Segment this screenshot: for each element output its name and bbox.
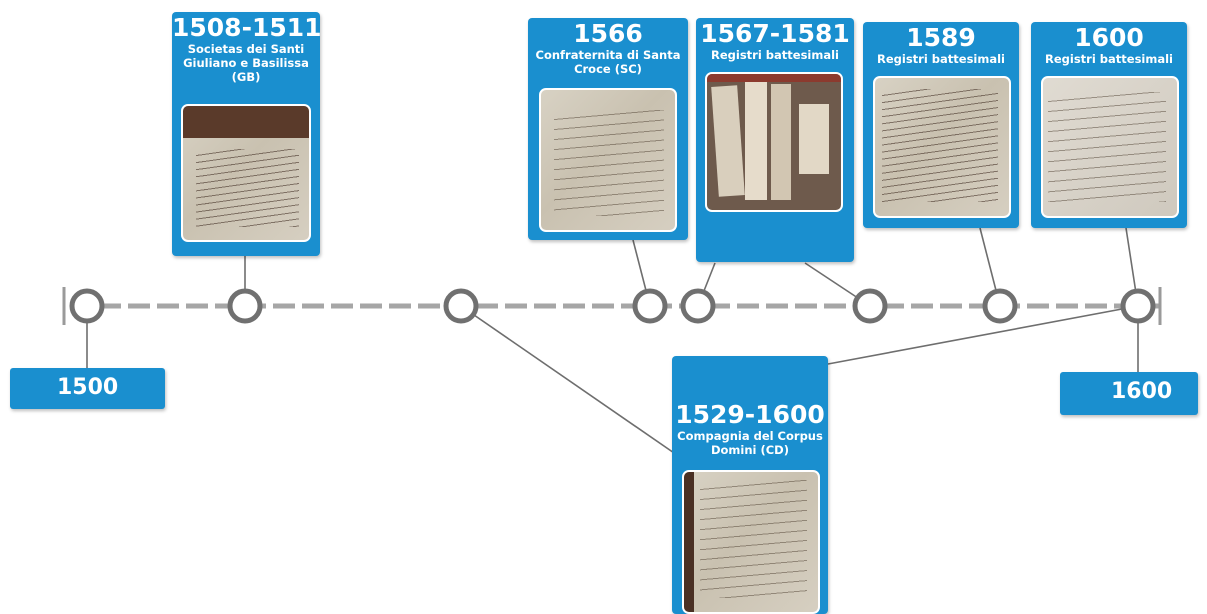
manuscript-photo bbox=[873, 76, 1011, 218]
event-label: Registri battesimali bbox=[711, 48, 839, 62]
event-label: Registri battesimali bbox=[1045, 52, 1173, 66]
event-year: 1567-1581 bbox=[700, 19, 850, 48]
node-sc bbox=[632, 288, 668, 324]
manuscript-photo bbox=[1041, 76, 1179, 218]
event-year: 1589 bbox=[906, 23, 976, 52]
event-year: 1600 bbox=[1074, 23, 1144, 52]
event-card-sc: 1566 Confraternita di Santa Croce (SC) bbox=[528, 18, 688, 240]
manuscript-photo bbox=[682, 470, 820, 614]
end-label: 1600 bbox=[1060, 372, 1198, 415]
event-card-cd: 1529-1600 Compagnia del Corpus Domini (C… bbox=[672, 356, 828, 614]
event-card-rb1: 1567-1581 Registri battesimali bbox=[696, 18, 854, 262]
event-label: Confraternita di Santa Croce (SC) bbox=[535, 48, 681, 76]
event-year: 1508-1511 bbox=[172, 13, 322, 42]
node-gb bbox=[227, 288, 263, 324]
event-label: Compagnia del Corpus Domini (CD) bbox=[677, 429, 823, 457]
end-label-text: 1600 bbox=[1111, 379, 1173, 404]
manuscript-photo bbox=[181, 104, 311, 242]
start-label-text: 1500 bbox=[57, 375, 119, 400]
node-rb1-start bbox=[680, 288, 716, 324]
node-1500 bbox=[69, 288, 105, 324]
manuscript-photo bbox=[539, 88, 677, 232]
node-rb1-end bbox=[852, 288, 888, 324]
node-cd bbox=[443, 288, 479, 324]
event-card-rb3: 1600 Registri battesimali bbox=[1031, 22, 1187, 228]
event-label: Registri battesimali bbox=[877, 52, 1005, 66]
connector-cd bbox=[460, 305, 678, 456]
event-label: Societas dei Santi Giuliano e Basilissa … bbox=[183, 42, 309, 84]
event-year: 1529-1600 bbox=[675, 400, 825, 429]
node-1600 bbox=[1120, 288, 1156, 324]
timeline-nodes bbox=[69, 288, 1156, 324]
start-label: 1500 bbox=[10, 368, 165, 409]
node-rb2 bbox=[982, 288, 1018, 324]
event-year: 1566 bbox=[573, 19, 643, 48]
event-card-gb: 1508-1511 Societas dei Santi Giuliano e … bbox=[172, 12, 322, 256]
event-card-rb2: 1589 Registri battesimali bbox=[863, 22, 1019, 228]
registers-photo bbox=[705, 72, 843, 212]
connector-cd-end bbox=[827, 305, 1139, 365]
